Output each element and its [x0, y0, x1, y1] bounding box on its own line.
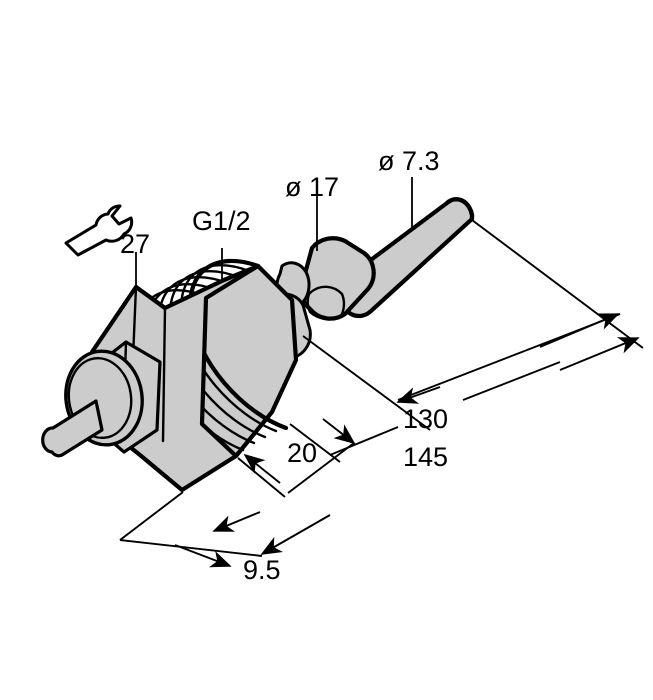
dim-130-arrow-right — [539, 313, 620, 348]
collar-body — [298, 236, 376, 321]
label-dimension-20: 20 — [287, 438, 317, 468]
hex-facet-edge-2 — [200, 296, 208, 426]
label-diameter-probe: ø 7.3 — [378, 146, 440, 176]
wrench-icon — [64, 204, 134, 257]
dim-9-5-arrow-right — [260, 514, 331, 555]
dim-9-5-arrow-left — [174, 544, 232, 568]
dimension-lines-group — [119, 219, 644, 568]
dimension-20 — [243, 418, 356, 494]
label-diameter-collar: ø 17 — [285, 172, 339, 202]
sensor-part-geometry — [41, 197, 475, 493]
leader-lines-group — [135, 177, 413, 288]
dim-145-arrow-right — [559, 337, 640, 371]
dimension-9-5 — [119, 514, 331, 568]
probe-collar — [298, 236, 376, 321]
gland-hex-facet-2 — [155, 360, 162, 432]
collar-end-face — [306, 285, 346, 321]
cable-stub-end — [41, 426, 64, 457]
label-thread: G1/2 — [192, 206, 251, 236]
label-wrench-size: 27 — [120, 229, 150, 259]
dim-9-5-base-line — [119, 539, 263, 557]
dimension-130 — [396, 313, 621, 404]
label-dimension-9-5: 9.5 — [243, 555, 281, 585]
gland-boss-inner-ring — [67, 356, 133, 440]
dim-130-arrow-left — [396, 386, 441, 404]
dim-20-arrow-right — [322, 418, 356, 445]
hex-facet-edge-1 — [161, 306, 167, 443]
dim-20-base-line — [287, 442, 355, 494]
ext-line-collar-end — [302, 335, 431, 431]
ext-line-hex-rear — [119, 491, 184, 541]
probe-rod-tip-cap — [444, 197, 475, 222]
dimension-145 — [212, 337, 640, 532]
label-dimension-130: 130 — [403, 404, 448, 434]
dim-145-line-left-seg — [329, 426, 399, 456]
dim-20-arrow-left — [243, 453, 281, 484]
text-labels-group: 27 G1/2 ø 17 ø 7.3 20 130 145 9.5 — [120, 146, 448, 585]
ext-line-thread-end — [289, 423, 341, 463]
label-dimension-145: 145 — [403, 442, 448, 472]
dim-145-line-right-seg — [462, 361, 561, 401]
cable-gland — [41, 340, 162, 458]
dim-145-arrow-left — [212, 511, 261, 532]
